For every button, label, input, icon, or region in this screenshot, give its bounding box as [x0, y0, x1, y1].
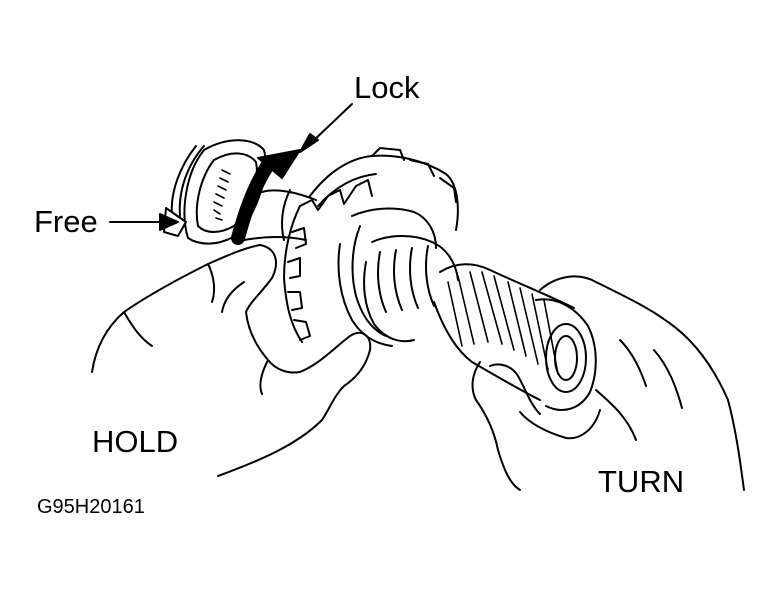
turn-label: TURN	[598, 464, 685, 499]
leader-arrows	[109, 103, 353, 231]
free-label: Free	[34, 204, 98, 239]
figure-code: G95H20161	[37, 496, 145, 518]
free-lock-direction-arrows	[163, 145, 301, 245]
hold-label: HOLD	[92, 424, 179, 459]
right-hand	[471, 275, 745, 491]
lock-label: Lock	[354, 70, 420, 105]
hub-body	[243, 147, 597, 411]
left-hand	[91, 244, 372, 477]
